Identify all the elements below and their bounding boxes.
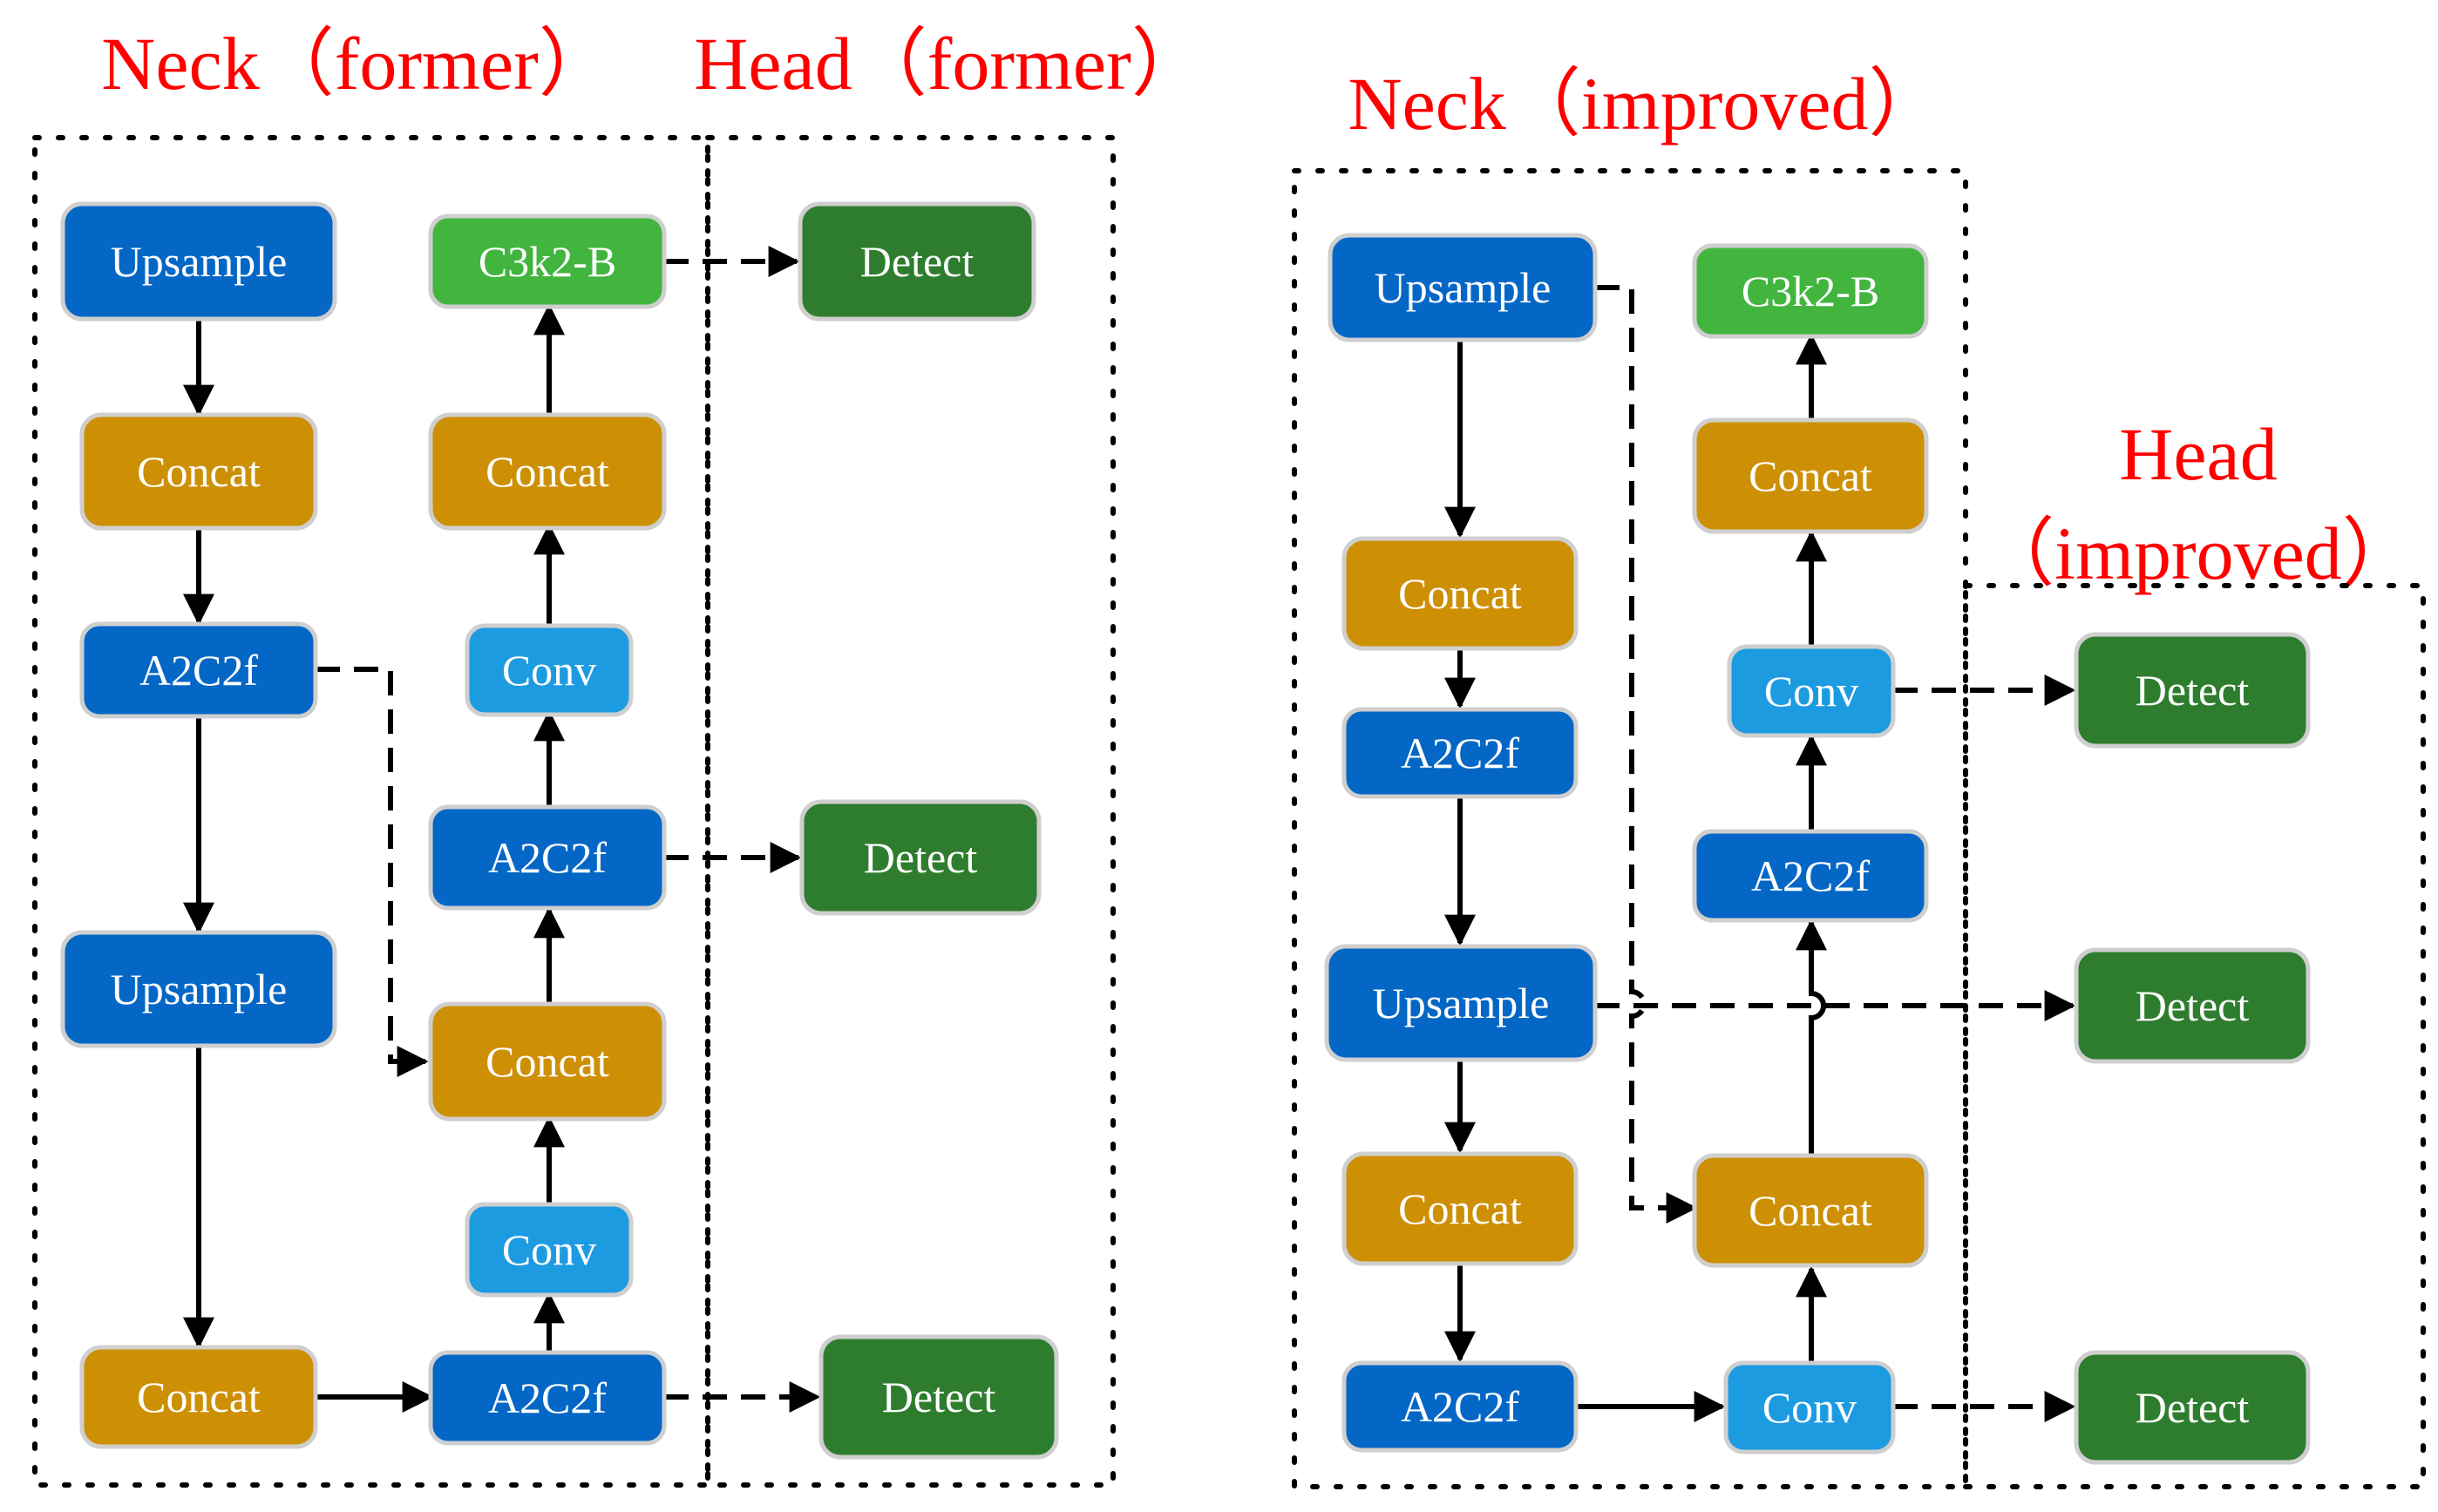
svg-text:Concat: Concat xyxy=(1749,451,1872,500)
node-a2c2f: A2C2f xyxy=(428,1350,667,1446)
node-concat: Concat xyxy=(1341,1151,1579,1266)
svg-text:Upsample: Upsample xyxy=(1373,979,1550,1027)
node-upsample: Upsample xyxy=(60,201,337,322)
region-neck-improved xyxy=(1292,168,1968,1489)
node-conv: Conv xyxy=(1723,1360,1896,1454)
region-head-former xyxy=(705,135,1116,1488)
node-concat: Concat xyxy=(1692,1153,1929,1268)
svg-text:Detect: Detect xyxy=(864,833,978,882)
svg-text:Concat: Concat xyxy=(486,1037,609,1086)
title-head-improved-line2: （improved） xyxy=(1980,512,2417,595)
svg-text:Detect: Detect xyxy=(2136,666,2250,715)
svg-text:Conv: Conv xyxy=(502,1225,596,1274)
svg-text:A2C2f: A2C2f xyxy=(1401,729,1519,777)
svg-text:A2C2f: A2C2f xyxy=(139,646,258,695)
node-conv: Conv xyxy=(1727,644,1896,738)
svg-text:C3k2-B: C3k2-B xyxy=(479,237,616,286)
svg-text:Upsample: Upsample xyxy=(111,237,288,286)
title-head-improved-line1: Head xyxy=(2119,412,2277,496)
former-neck-right-column: C3k2-B Concat Conv A2C2f Concat Conv A2C… xyxy=(428,214,667,1446)
improved-neck-right-column: C3k2-B Concat Conv A2C2f Concat Conv xyxy=(1692,243,1929,1454)
node-a2c2f: A2C2f xyxy=(79,621,318,719)
improved-head-column: Detect Detect Detect xyxy=(2074,632,2311,1465)
svg-text:Detect: Detect xyxy=(2136,1383,2250,1432)
node-concat: Concat xyxy=(79,412,318,531)
node-concat: Concat xyxy=(428,1001,667,1122)
arrow-i-concat-to-a2c2f xyxy=(1796,919,1827,1154)
svg-text:Upsample: Upsample xyxy=(111,965,288,1014)
svg-text:Conv: Conv xyxy=(1764,667,1858,715)
node-conv: Conv xyxy=(465,623,634,717)
svg-text:C3k2-B: C3k2-B xyxy=(1742,267,1879,315)
svg-text:Upsample: Upsample xyxy=(1375,263,1552,312)
node-a2c2f: A2C2f xyxy=(1341,707,1579,799)
node-a2c2f: A2C2f xyxy=(1692,829,1929,923)
svg-text:Concat: Concat xyxy=(1749,1186,1872,1235)
svg-text:Concat: Concat xyxy=(486,447,609,496)
node-detect: Detect xyxy=(798,201,1036,322)
node-c3k2-b: C3k2-B xyxy=(428,214,667,309)
dashed-i-up1-to-concat-bottom xyxy=(1595,285,1698,1224)
node-concat: Concat xyxy=(1692,417,1929,534)
svg-text:Detect: Detect xyxy=(860,237,975,286)
svg-text:Concat: Concat xyxy=(137,447,261,496)
title-neck-former: Neck（former） xyxy=(101,22,613,105)
svg-text:A2C2f: A2C2f xyxy=(1751,851,1870,900)
node-conv: Conv xyxy=(465,1202,634,1298)
node-upsample: Upsample xyxy=(60,930,337,1048)
title-head-former: Head（former） xyxy=(694,22,1205,105)
node-a2c2f: A2C2f xyxy=(1341,1360,1579,1453)
title-neck-improved: Neck（improved） xyxy=(1348,62,1943,146)
node-detect: Detect xyxy=(818,1334,1059,1460)
improved-neck-left-column: Upsample Concat A2C2f Upsample Concat A2… xyxy=(1324,233,1598,1453)
former-neck-left-column: Upsample Concat A2C2f Upsample Concat xyxy=(60,201,337,1449)
svg-text:Conv: Conv xyxy=(502,646,596,695)
node-upsample: Upsample xyxy=(1328,233,1598,342)
node-c3k2-b: C3k2-B xyxy=(1692,243,1929,339)
svg-text:A2C2f: A2C2f xyxy=(488,1373,607,1422)
node-concat: Concat xyxy=(1341,536,1579,651)
node-detect: Detect xyxy=(799,799,1042,916)
svg-text:Concat: Concat xyxy=(1398,569,1522,618)
svg-text:A2C2f: A2C2f xyxy=(1401,1382,1519,1431)
svg-text:Concat: Concat xyxy=(1398,1184,1522,1233)
node-detect: Detect xyxy=(2074,632,2311,749)
node-upsample: Upsample xyxy=(1324,944,1598,1062)
node-detect: Detect xyxy=(2074,1350,2311,1465)
former-head-column: Detect Detect Detect xyxy=(798,201,1059,1460)
svg-text:Detect: Detect xyxy=(2136,981,2250,1030)
svg-text:A2C2f: A2C2f xyxy=(488,833,607,882)
dashed-f-a2c2f-skip xyxy=(316,667,429,1077)
node-concat: Concat xyxy=(428,412,667,531)
node-a2c2f: A2C2f xyxy=(428,804,667,911)
svg-text:Conv: Conv xyxy=(1762,1383,1857,1432)
region-neck-former xyxy=(32,135,710,1488)
node-concat: Concat xyxy=(79,1345,318,1449)
svg-text:Concat: Concat xyxy=(137,1373,261,1421)
svg-text:Detect: Detect xyxy=(882,1373,996,1421)
node-detect: Detect xyxy=(2074,947,2311,1064)
